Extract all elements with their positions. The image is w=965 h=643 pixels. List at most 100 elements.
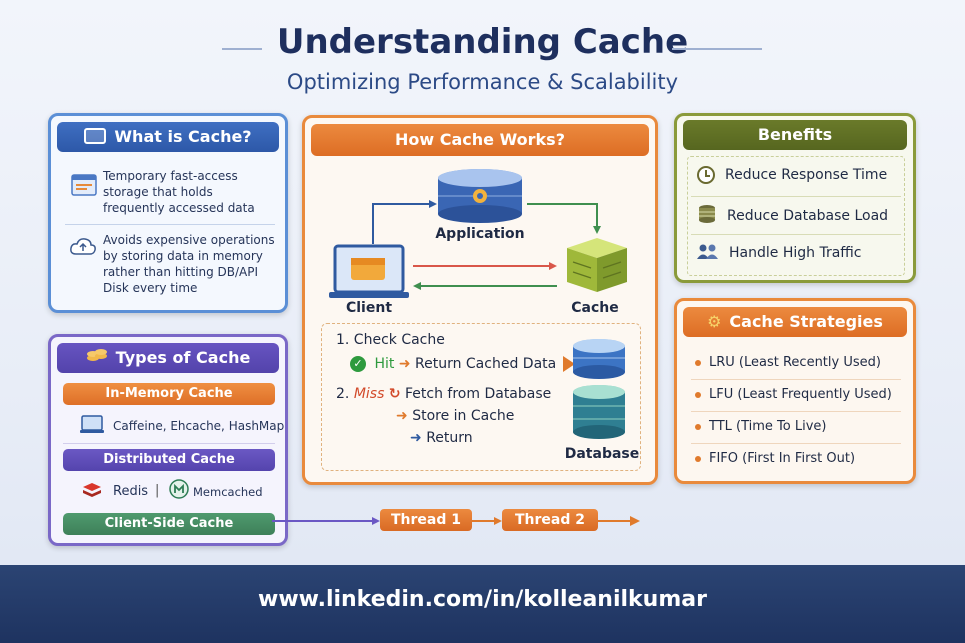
- strategy-lfu: LFU (Least Frequently Used): [709, 387, 892, 402]
- hit-label: Hit: [374, 356, 395, 372]
- benefit-item: Reduce Database Load: [697, 204, 888, 228]
- strategy-item: LRU (Least Recently Used): [695, 355, 881, 370]
- refresh-icon: ↻: [388, 386, 401, 402]
- application-server-icon: [438, 169, 522, 223]
- strategy-item: FIFO (First In First Out): [695, 451, 855, 466]
- server-icon: [84, 127, 107, 144]
- clock-icon: [697, 166, 715, 184]
- arrow-right-icon: ➜: [396, 408, 408, 424]
- step2-number: 2.: [336, 386, 350, 402]
- store-in-cache-label: Store in Cache: [412, 408, 515, 424]
- benefit-divider: [691, 196, 901, 197]
- bullet-dot: [695, 391, 701, 398]
- title-divider-left: [222, 48, 262, 50]
- types-of-cache-header: Types of Cache: [57, 343, 279, 373]
- types-divider: [63, 443, 275, 444]
- client-side-cache-bar: Client-Side Cache: [63, 513, 275, 535]
- what-point2: Avoids expensive operations by storing d…: [103, 232, 275, 296]
- strategy-divider: [691, 411, 901, 412]
- application-label: Application: [435, 226, 525, 242]
- what-is-cache-title: What is Cache?: [114, 127, 252, 146]
- laptop-icon: [80, 415, 104, 433]
- step-check-cache: 1. Check Cache: [336, 332, 445, 348]
- what-point2-line: Disk every time: [103, 281, 198, 295]
- users-icon: [697, 243, 719, 263]
- benefits-list-box: [687, 156, 905, 276]
- thread-1-badge: Thread 1: [380, 509, 472, 531]
- return-row: ➜ Return: [410, 430, 473, 446]
- types-of-cache-panel: Types of Cache In-Memory Cache Caffeine,…: [48, 334, 288, 546]
- play-arrow-icon: [562, 356, 575, 372]
- how-cache-works-header: How Cache Works?: [311, 124, 649, 156]
- benefit-item: Reduce Response Time: [697, 166, 887, 184]
- benefit-item: Handle High Traffic: [697, 243, 862, 263]
- coins-icon: [86, 342, 108, 372]
- benefit-high-traffic: Handle High Traffic: [729, 245, 862, 261]
- store-row: ➜ Store in Cache: [396, 408, 514, 424]
- what-point2-line: Avoids expensive operations: [103, 233, 275, 247]
- cache-steps-box: 1. Check Cache ✓ Hit ➜ Return Cached Dat…: [321, 323, 641, 471]
- footer-bar: www.linkedin.com/in/kolleanilkumar: [0, 565, 965, 643]
- benefit-database-load: Reduce Database Load: [727, 208, 889, 224]
- types-of-cache-title: Types of Cache: [115, 348, 251, 367]
- database-icon: [573, 339, 625, 439]
- cloud-upload-icon: [70, 238, 96, 255]
- what-point1-line: Temporary fast-access: [103, 169, 238, 183]
- return-cached-data-label: Return Cached Data: [415, 356, 557, 372]
- return-label: Return: [426, 430, 473, 446]
- what-point1-line: storage that holds: [103, 185, 213, 199]
- in-memory-cache-bar: In-Memory Cache: [63, 383, 275, 405]
- database-stack-icon: [697, 204, 717, 228]
- memcached-label: Memcached: [193, 485, 263, 499]
- miss-label: Miss: [353, 386, 385, 402]
- page-subtitle: Optimizing Performance & Scalability: [286, 70, 679, 94]
- arrow-right-icon: ➜: [398, 356, 411, 372]
- fetch-from-database-label: Fetch from Database: [405, 386, 552, 402]
- distributed-separator: |: [155, 483, 160, 498]
- in-memory-examples: Caffeine, Ehcache, HashMap: [113, 419, 285, 433]
- what-point2-line: by storing data in memory: [103, 249, 263, 263]
- arrow-right-icon: ➜: [410, 430, 422, 446]
- bullet-dot: [695, 359, 701, 366]
- thread-flow-arrows: [272, 516, 640, 526]
- strategy-divider: [691, 379, 901, 380]
- thread-2-badge: Thread 2: [502, 509, 598, 531]
- strategy-ttl: TTL (Time To Live): [709, 419, 827, 434]
- gear-icon: ⚙: [707, 312, 722, 331]
- what-point1-line: frequently accessed data: [103, 201, 255, 215]
- redis-icon: [83, 483, 101, 497]
- title-divider-right: [672, 48, 762, 50]
- strategy-item: LFU (Least Frequently Used): [695, 387, 892, 402]
- check-circle-icon: ✓: [350, 356, 366, 372]
- cache-label: Cache: [571, 300, 619, 316]
- cache-strategies-title: Cache Strategies: [729, 312, 883, 331]
- cache-cube-icon: [567, 238, 627, 292]
- bullet-dot: [695, 423, 701, 430]
- bullet-dot: [695, 455, 701, 462]
- what-point2-line: rather than hitting DB/API: [103, 265, 259, 279]
- what-is-cache-panel: What is Cache? Temporary fast-access sto…: [48, 113, 288, 313]
- strategy-item: TTL (Time To Live): [695, 419, 826, 434]
- benefits-panel: Benefits Reduce Response Time Reduce Dat…: [674, 113, 916, 283]
- benefits-header: Benefits: [683, 120, 907, 150]
- miss-row: 2. Miss ↻ Fetch from Database: [336, 386, 551, 402]
- what-divider: [65, 224, 275, 225]
- client-laptop-icon: [329, 244, 409, 298]
- memcached-icon: [169, 479, 189, 499]
- what-is-cache-header: What is Cache?: [57, 122, 279, 152]
- client-label: Client: [345, 300, 393, 316]
- what-point1: Temporary fast-access storage that holds…: [103, 168, 255, 216]
- cache-strategies-panel: ⚙ Cache Strategies LRU (Least Recently Us…: [674, 298, 916, 484]
- benefit-response-time: Reduce Response Time: [725, 167, 888, 183]
- strategy-divider: [691, 443, 901, 444]
- footer-url-link[interactable]: www.linkedin.com/in/kolleanilkumar: [258, 587, 707, 612]
- strategy-fifo: FIFO (First In First Out): [709, 451, 856, 466]
- hit-row: ✓ Hit ➜ Return Cached Data: [350, 356, 575, 372]
- distributed-cache-bar: Distributed Cache: [63, 449, 275, 471]
- redis-label: Redis: [113, 484, 149, 499]
- browser-window-icon: [71, 174, 97, 196]
- cache-flow-diagram: [329, 169, 627, 298]
- benefit-divider: [691, 234, 901, 235]
- page-title: Understanding Cache: [276, 22, 689, 62]
- how-cache-works-panel: How Cache Works?: [302, 115, 658, 485]
